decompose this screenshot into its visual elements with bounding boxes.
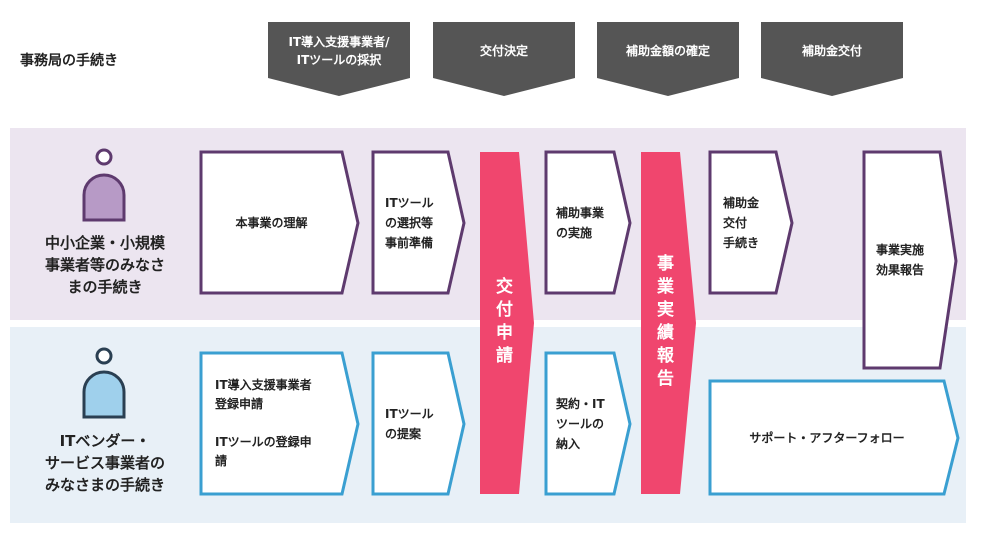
- vendor-section-label: ITベンダー・ サービス事業者の みなさまの手続き: [44, 432, 165, 494]
- sme-step-subsidy-procedure: 補助金 交付 手続き: [723, 195, 760, 250]
- apply-label: 交付申請: [492, 277, 512, 369]
- sme-step-3-shape: [544, 150, 632, 295]
- vendor-step-contract-deliver: 契約・IT ツールの 納入: [556, 396, 605, 451]
- office-step-amount-confirm: 補助金額の確定: [625, 44, 710, 58]
- vendor-step-2-shape: [371, 351, 466, 496]
- sme-person-icon: [82, 148, 126, 222]
- sme-section-label: 中小企業・小規模 事業者等のみなさ まの手続き: [44, 234, 165, 296]
- office-step-adoption: IT導入支援事業者/ ITツールの採択: [288, 35, 390, 67]
- vendor-step-support: サポート・アフターフォロー: [749, 430, 905, 445]
- office-row-title: 事務局の手続き: [20, 53, 118, 69]
- office-step-2-shape: [433, 22, 575, 96]
- office-step-1-shape: [268, 22, 410, 96]
- vendor-step-4-shape: [708, 379, 960, 496]
- sme-step-2-shape: [371, 150, 466, 295]
- sme-step-implement: 補助事業 の実施: [556, 205, 605, 240]
- vendor-step-1-shape: [199, 351, 360, 496]
- vendor-step-register: IT導入支援事業者 登録申請 ITツールの登録申 請: [215, 378, 312, 468]
- report-label: 事業実績報告: [653, 254, 673, 392]
- apply-arrow-shape: [480, 152, 534, 494]
- office-step-grant-decision: 交付決定: [479, 44, 528, 58]
- sme-step-1-shape: [199, 150, 360, 295]
- sme-step-understand: 本事業の理解: [235, 215, 308, 230]
- office-step-4-shape: [761, 22, 903, 96]
- sme-step-prepare: ITツール の選択等 事前準備: [385, 195, 434, 250]
- vendor-step-propose: ITツール の提案: [385, 406, 434, 441]
- sme-step-5-shape: [862, 150, 958, 370]
- office-step-subsidy-payment: 補助金交付: [801, 44, 862, 58]
- office-step-3-shape: [597, 22, 739, 96]
- sme-step-effect-report: 事業実施 効果報告: [876, 243, 925, 277]
- vendor-person-icon: [82, 347, 126, 419]
- sme-step-4-shape: [708, 150, 794, 295]
- vendor-step-3-shape: [544, 351, 632, 496]
- report-arrow-shape: [641, 152, 696, 494]
